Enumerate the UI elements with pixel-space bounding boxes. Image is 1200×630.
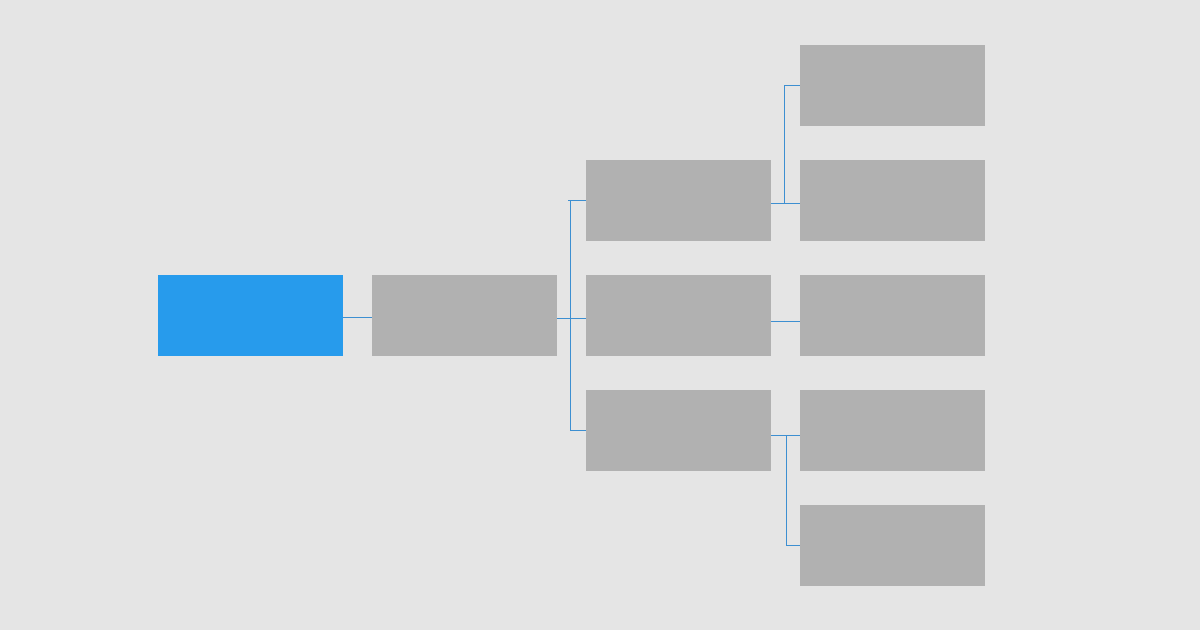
- level2-node-a[interactable]: [586, 160, 771, 241]
- level2-node-c[interactable]: [586, 390, 771, 471]
- level3-node-c2[interactable]: [800, 505, 985, 586]
- level3-node-c1[interactable]: [800, 390, 985, 471]
- root-node[interactable]: [158, 275, 343, 356]
- level1-node[interactable]: [372, 275, 557, 356]
- level3-node-a2[interactable]: [800, 160, 985, 241]
- level3-node-a1[interactable]: [800, 45, 985, 126]
- level3-node-b1[interactable]: [800, 275, 985, 356]
- level2-node-b[interactable]: [586, 275, 771, 356]
